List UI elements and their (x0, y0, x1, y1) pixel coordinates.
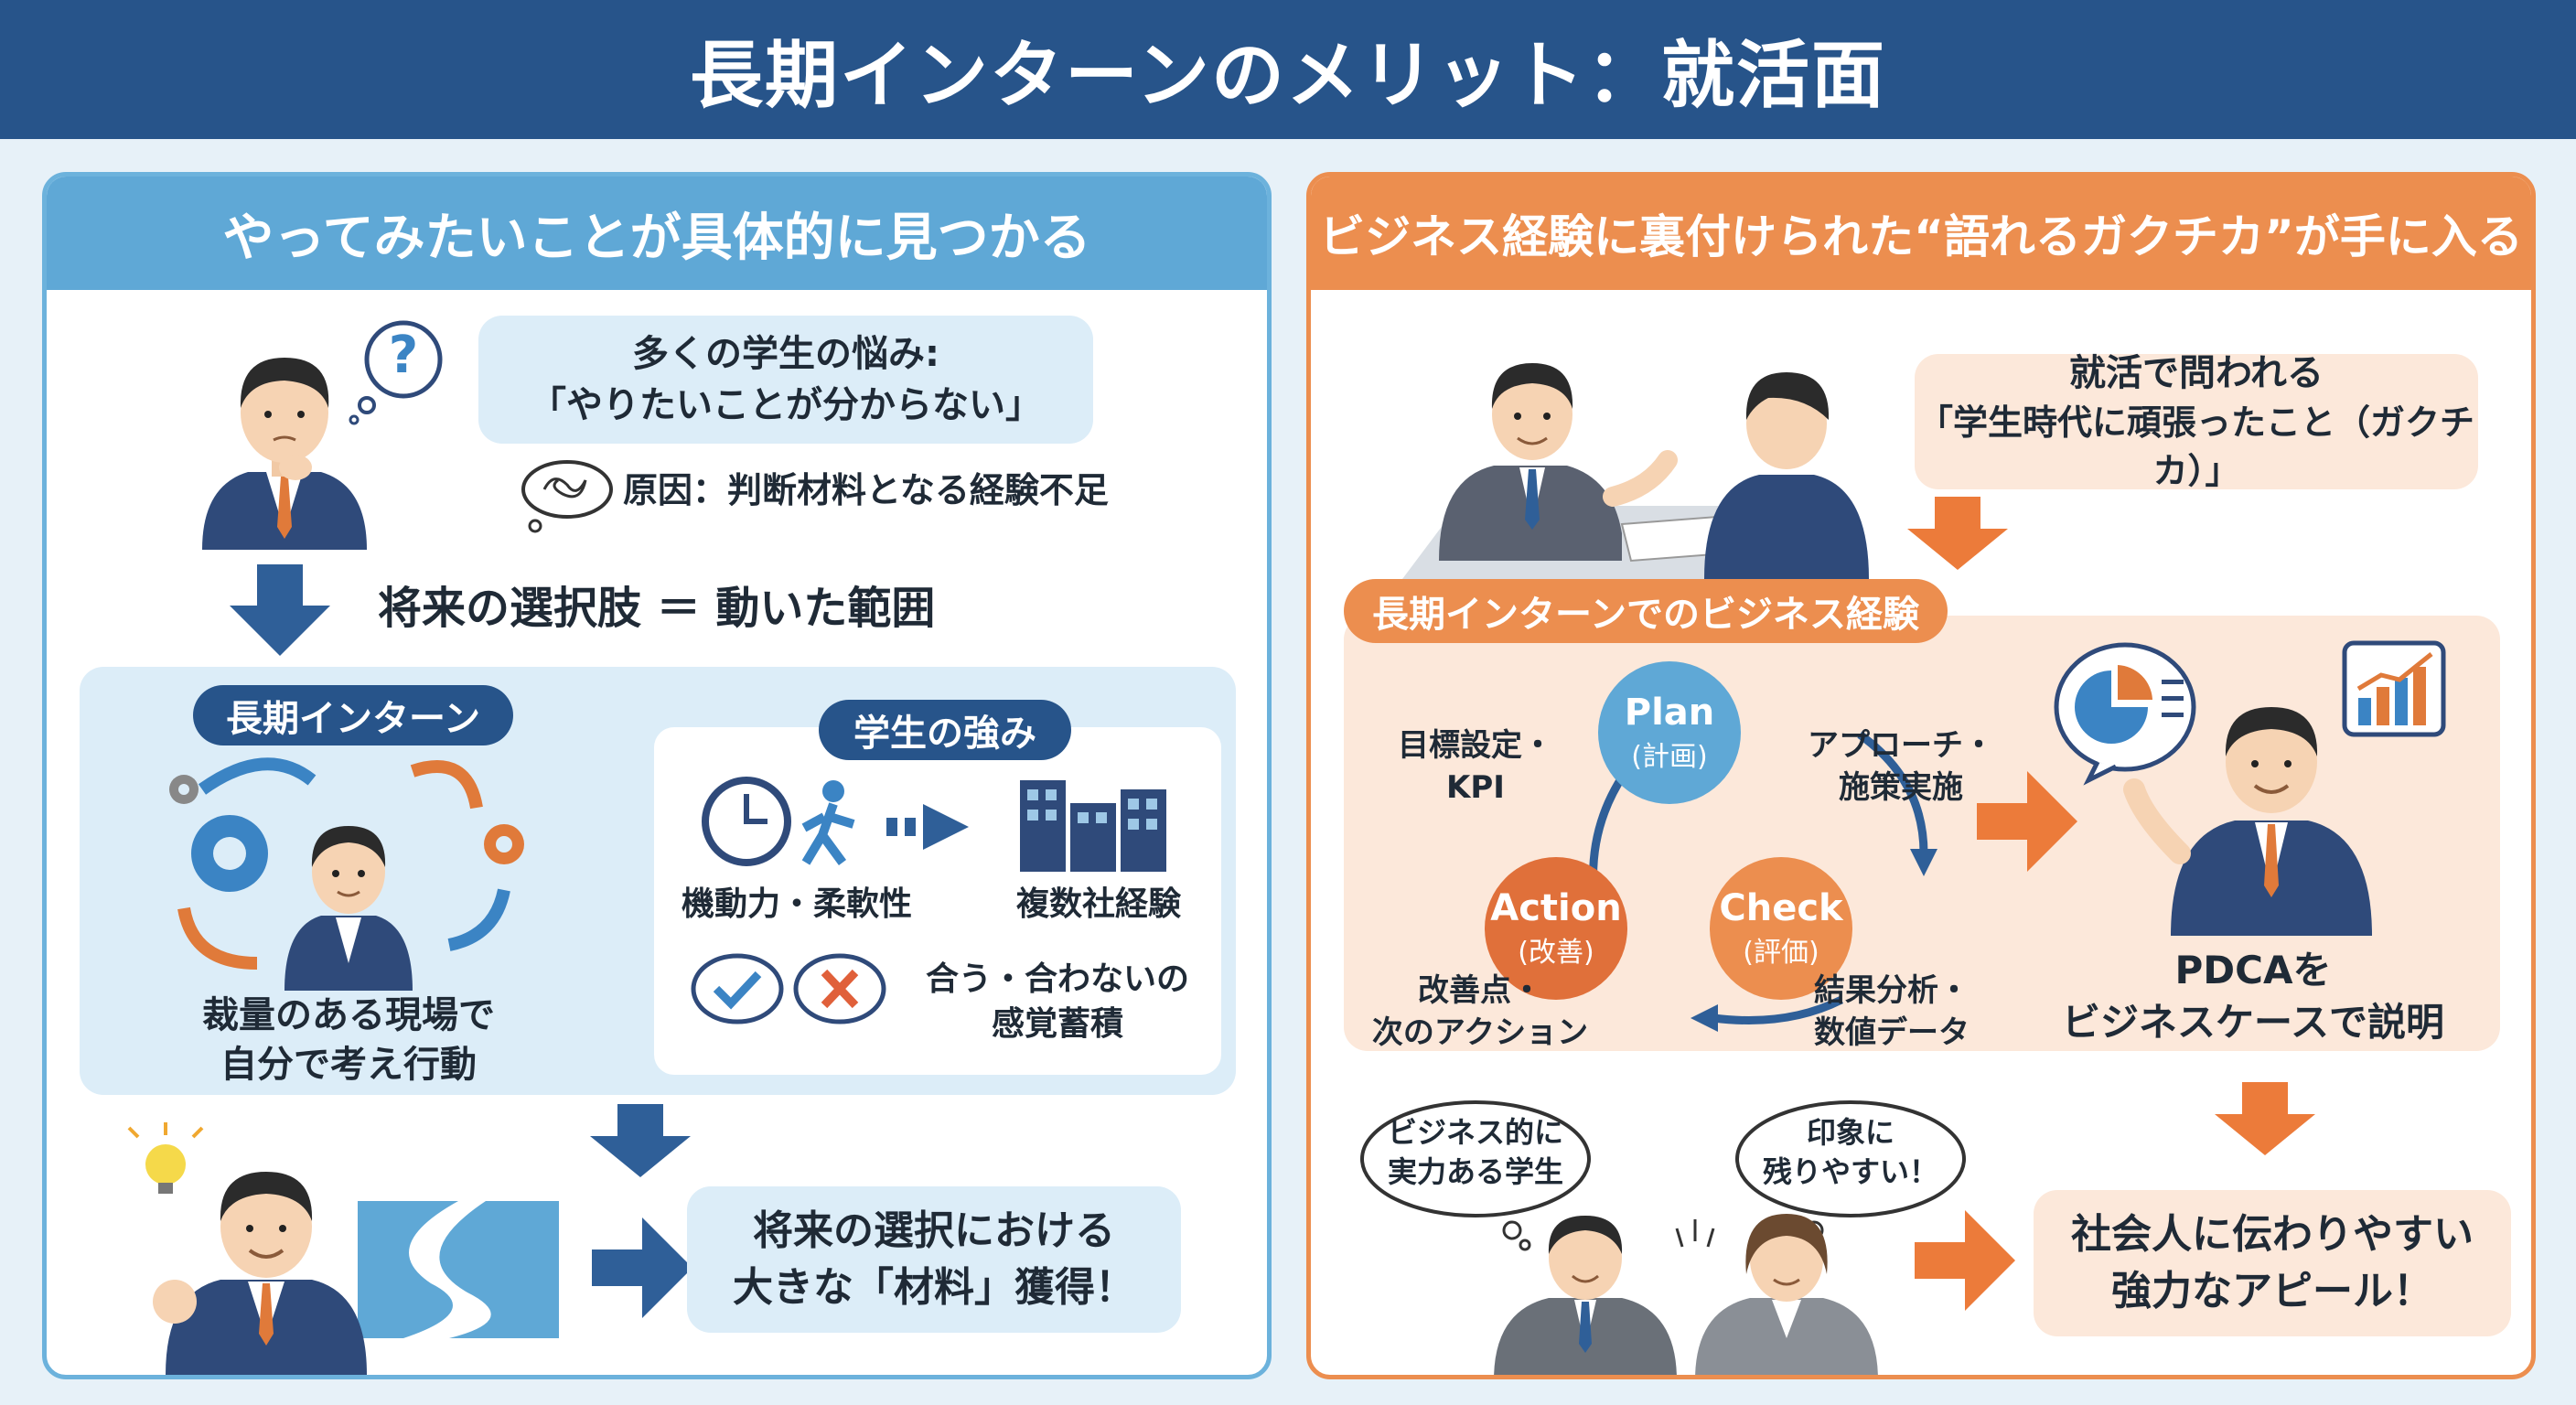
appeal-line2: 強力なアピール！ (2111, 1268, 2433, 1314)
right-arrow-small-icon (886, 804, 969, 850)
speech2-text: 印象に 残りやすい！ (1741, 1113, 1960, 1192)
right-arrow-orange-icon (1977, 771, 2077, 872)
result-line2: 大きな「材料」獲得！ (733, 1264, 1135, 1311)
plan-sub-text: (計画) (1631, 741, 1708, 773)
appeal-box: 社会人に伝わりやすい 強力なアピール！ (2034, 1190, 2511, 1336)
thinking-student-icon (202, 358, 367, 550)
action-sub-text: (改善) (1518, 937, 1594, 969)
speech1-text: ビジネス的に 実力ある学生 (1366, 1113, 1585, 1192)
interviewers-icon (1494, 1214, 1878, 1375)
student-gears-icon (169, 757, 524, 991)
question-mark: ? (388, 326, 419, 385)
plan-text: Plan (1624, 692, 1715, 734)
cross-bubble-icon (793, 953, 886, 1024)
intern-label: 長期インターン (193, 685, 513, 745)
action-text: Action (1490, 887, 1622, 929)
fit-line1: 合う・合わないの (925, 960, 1189, 998)
intern-caption: 裁量のある現場で 自分で考え行動 (120, 991, 577, 1089)
down-arrow-icon (230, 564, 330, 656)
right-arrow-icon (592, 1217, 692, 1318)
result-line1: 将来の選択における (753, 1207, 1115, 1255)
ask-line1: 就活で問われる (2069, 351, 2324, 394)
analysis-text: 結果分析・ 数値データ (1777, 971, 2006, 1055)
ask-bubble: 就活で問われる 「学生時代に頑張ったこと（ガクチカ）」 (1915, 352, 2478, 491)
speech1-line2: 実力ある学生 (1387, 1154, 1563, 1190)
right-arrow-orange-icon-2 (1915, 1210, 2015, 1311)
right-panel: ビジネス経験に裏付けられた“語れるガクチカ”が手に入る 就活で問われる 「学生時… (1306, 172, 2536, 1379)
result-box: 将来の選択における 大きな「材料」獲得！ (687, 1186, 1181, 1333)
question-bubble-icon (349, 320, 443, 425)
analysis-line1: 結果分析・ (1814, 972, 1970, 1009)
multi-company-text: 複数社経験 (1015, 885, 1181, 923)
approach-text: アプローチ・ 施策実施 (1787, 725, 2015, 810)
buildings-icon (1020, 780, 1166, 872)
approach-line1: アプローチ・ (1808, 727, 1994, 764)
down-arrow-orange-icon (1907, 497, 2008, 570)
improve-text: 改善点・ 次のアクション (1347, 971, 1613, 1055)
pdca-explain-text: PDCAを ビジネスケースで説明 (2061, 945, 2445, 1048)
tangled-thought-icon (521, 460, 613, 533)
choice-equation: 将来の選択肢 ＝ 動いた範囲 (378, 583, 936, 634)
speech-bubble-1-icon (1360, 1100, 1591, 1251)
speech1-line1: ビジネス的に (1387, 1115, 1563, 1150)
pdca-explain-line2: ビジネスケースで説明 (2062, 999, 2444, 1045)
pdca-plan: Plan (計画) (1598, 661, 1741, 804)
mobility-text: 機動力・柔軟性 (681, 885, 912, 923)
down-arrow-icon-2 (590, 1104, 691, 1177)
left-panel: やってみたいことが具体的に見つかる ? 多くの学生の悩み: 「やりたいことが分か… (42, 172, 1272, 1379)
improve-line2: 次のアクション (1371, 1014, 1589, 1051)
ask-line2: 「学生時代に頑張ったこと（ガクチカ）」 (1917, 402, 2474, 491)
fit-line2: 感覚蓄積 (991, 1004, 1123, 1043)
pdca-explain-line1: PDCAを (2174, 948, 2332, 992)
kpi-line2: KPI (1446, 768, 1505, 806)
check-text: Check (1719, 887, 1843, 929)
worry-line1: 多くの学生の悩み: (632, 333, 939, 375)
right-panel-heading: ビジネス経験に裏付けられた“語れるガクチカ”が手に入る (1311, 177, 2531, 290)
check-bubble-icon (691, 953, 784, 1024)
fit-text: 合う・合わないの 感覚蓄積 (897, 958, 1218, 1046)
page-title: 長期インターンのメリット：就活面 (0, 0, 2576, 139)
analysis-line2: 数値データ (1814, 1014, 1970, 1051)
check-sub-text: (評価) (1743, 937, 1819, 969)
presenting-student-icon (2054, 640, 2446, 936)
kpi-line1: 目標設定・ (1398, 727, 1553, 764)
idea-student-icon (127, 1122, 559, 1375)
left-panel-heading: やってみたいことが具体的に見つかる (47, 177, 1267, 290)
pdca-action: Action (改善) (1485, 857, 1627, 1000)
worry-line2: 「やりたいことが分からない」 (530, 384, 1042, 426)
kpi-text: 目標設定・ KPI (1375, 725, 1576, 810)
improve-line1: 改善点・ (1418, 972, 1542, 1009)
worry-bubble: 多くの学生の悩み: 「やりたいことが分からない」 (478, 316, 1093, 444)
interview-scene-icon (1402, 363, 1869, 579)
strength-label: 学生の強み (819, 700, 1071, 760)
clock-running-icon (702, 777, 855, 866)
cause-text: 原因：判断材料となる経験不足 (623, 470, 1109, 510)
intern-caption-1: 裁量のある現場で (202, 994, 495, 1036)
speech2-line1: 印象に (1806, 1115, 1894, 1150)
speech-bubble-2-icon (1735, 1100, 1966, 1251)
biz-label: 長期インターンでのビジネス経験 (1344, 579, 1948, 643)
appeal-line1: 社会人に伝わりやすい (2071, 1211, 2474, 1259)
pdca-check: Check (評価) (1710, 857, 1852, 1000)
down-arrow-orange-icon-2 (2215, 1082, 2315, 1155)
approach-line2: 施策実施 (1839, 768, 1963, 806)
speech2-line2: 残りやすい！ (1762, 1154, 1938, 1190)
intern-caption-2: 自分で考え行動 (220, 1044, 477, 1086)
